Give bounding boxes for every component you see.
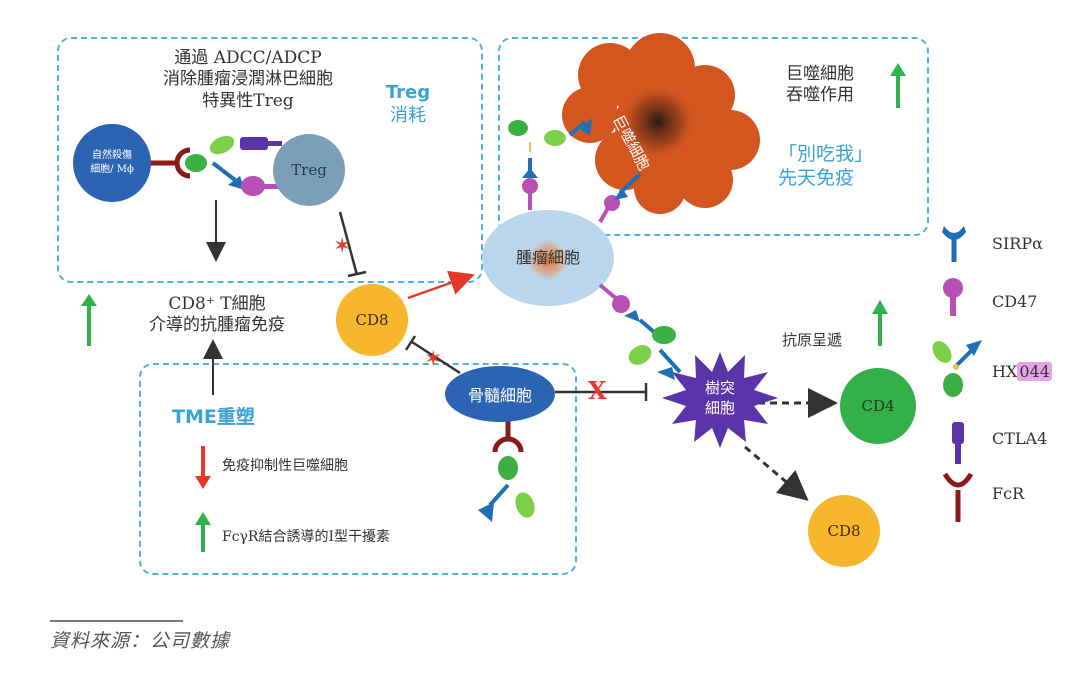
treg-title-line-1: Treg bbox=[385, 82, 431, 103]
source-caption: 資料來源：公司數據 bbox=[50, 630, 231, 652]
tme-item-suppressive-macrophage: 免疫抑制性巨噬細胞 bbox=[222, 458, 348, 474]
cd4-cell: CD4 bbox=[840, 368, 916, 444]
dendritic-cell-label: 樹突 細胞 bbox=[704, 379, 735, 418]
tumor-cell-label: 腫瘤細胞 bbox=[515, 248, 580, 267]
antigen-presentation-label: 抗原呈遞 bbox=[782, 331, 843, 349]
ctla4-icon bbox=[952, 422, 964, 464]
up-arrow-antigen-icon bbox=[872, 300, 888, 346]
up-arrow-cd8-icon bbox=[81, 294, 97, 346]
treg-description-line-1: 通過 ADCC/ADCP bbox=[174, 48, 322, 68]
cd8-lower-cell: CD8 bbox=[808, 495, 880, 567]
tme-remodeling-panel bbox=[139, 363, 577, 575]
svg-text:✶: ✶ bbox=[333, 234, 351, 259]
hx044-icon bbox=[932, 340, 982, 397]
cd8-center-cell: CD8 bbox=[336, 284, 408, 356]
innate-title-line-2: 先天免疫 bbox=[778, 166, 855, 189]
legend-cd47-label: CD47 bbox=[992, 292, 1038, 311]
dendritic-cell bbox=[662, 352, 778, 448]
phagocytosis-description: 巨噬細胞 吞噬作用 bbox=[786, 64, 854, 107]
innate-immunity-panel bbox=[498, 37, 929, 236]
cd8-center-label: CD8 bbox=[355, 311, 389, 329]
treg-description: 通過 ADCC/ADCP 消除腫瘤浸潤淋巴細胞 特異性Treg bbox=[128, 48, 368, 112]
down-arrow-suppressive-icon bbox=[195, 446, 211, 489]
tumor-cell bbox=[482, 210, 614, 306]
macrophage-cell bbox=[562, 33, 760, 214]
source-divider bbox=[50, 620, 183, 622]
legend-ctla4-label: CTLA4 bbox=[992, 429, 1048, 448]
cd8-immunity-annotation: CD8⁺ T細胞 介導的抗腫瘤免疫 bbox=[122, 294, 312, 337]
cd8-immunity-line-1: CD8⁺ T細胞 bbox=[168, 294, 266, 314]
treg-cell: Treg bbox=[273, 134, 345, 206]
cd8-lower-label: CD8 bbox=[827, 522, 861, 540]
legend-hx044-highlight: 044 bbox=[1017, 362, 1052, 381]
cd47-icon bbox=[943, 278, 963, 316]
myeloid-label: 骨髓細胞 bbox=[467, 386, 532, 405]
tme-item-interferon: FcγR結合誘導的I型干擾素 bbox=[222, 529, 390, 545]
myeloid-cell: 骨髓細胞 bbox=[445, 366, 555, 422]
svg-text:✶: ✶ bbox=[424, 347, 442, 372]
treg-title-line-2: 消耗 bbox=[390, 104, 426, 126]
innate-title-line-1: 「別吃我」 bbox=[778, 143, 874, 165]
nk-macrophage-cell: 自然殺傷 細胞/ Mϕ bbox=[73, 124, 151, 202]
innate-immunity-title: 「別吃我」 先天免疫 bbox=[778, 143, 873, 191]
up-arrow-interferon-icon bbox=[195, 512, 211, 552]
treg-depletion-panel bbox=[57, 37, 483, 283]
legend-hx044-prefix: HX bbox=[992, 362, 1018, 381]
cd4-label: CD4 bbox=[861, 397, 895, 415]
treg-depletion-title: Treg 消耗 bbox=[378, 82, 438, 127]
treg-description-line-3: 特異性Treg bbox=[202, 90, 294, 111]
treg-cell-label: Treg bbox=[291, 161, 327, 179]
phagocytosis-line-1: 巨噬細胞 bbox=[786, 64, 854, 84]
fcr-icon bbox=[942, 472, 974, 522]
treg-description-line-2: 消除腫瘤浸潤淋巴細胞 bbox=[163, 69, 333, 90]
cd8-immunity-line-2: 介導的抗腫瘤免疫 bbox=[149, 315, 285, 336]
sirpa-icon bbox=[942, 226, 966, 262]
phagocytosis-line-2: 吞噬作用 bbox=[786, 85, 854, 106]
up-arrow-phagocytosis-icon bbox=[890, 63, 906, 108]
tme-remodeling-title: TME重塑 bbox=[172, 406, 255, 428]
blocked-x-mark: X bbox=[588, 376, 607, 405]
legend-fcr-label: FcR bbox=[992, 484, 1025, 503]
legend-sirpa-label: SIRPα bbox=[992, 234, 1043, 253]
nk-macrophage-label: 自然殺傷 細胞/ Mϕ bbox=[90, 150, 134, 175]
